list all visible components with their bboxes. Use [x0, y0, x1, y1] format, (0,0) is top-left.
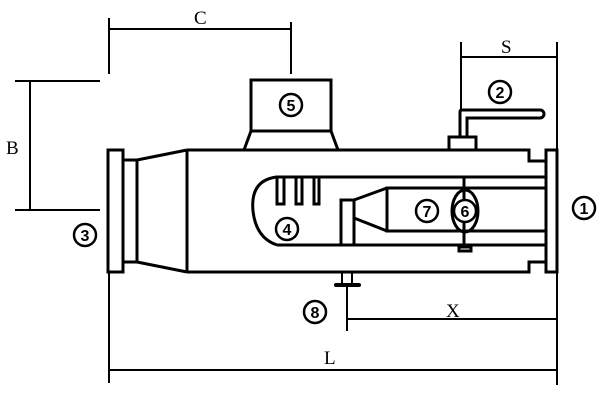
svg-text:8: 8 [311, 305, 320, 322]
dimension-c-label: C [194, 8, 207, 29]
dimension-s-label: S [501, 37, 512, 58]
callout-6: 6 [452, 198, 478, 224]
svg-text:7: 7 [423, 204, 432, 221]
dimension-b-label: B [6, 138, 19, 159]
callout-3: 3 [72, 222, 98, 248]
drain-fitting [334, 271, 361, 287]
callout-5: 5 [278, 92, 304, 118]
callout-8: 8 [302, 299, 328, 325]
svg-text:4: 4 [283, 222, 292, 239]
svg-text:1: 1 [580, 201, 589, 218]
svg-text:2: 2 [496, 85, 505, 102]
callout-7: 7 [414, 198, 440, 224]
svg-text:6: 6 [461, 204, 470, 221]
main-body [185, 148, 559, 274]
callout-2: 2 [487, 79, 513, 105]
callout-4: 4 [274, 216, 300, 242]
dimension-lines [15, 18, 558, 385]
callout-1: 1 [571, 195, 597, 221]
svg-text:3: 3 [81, 228, 90, 245]
inlet-flange [106, 148, 188, 274]
dimension-x-label: X [446, 301, 460, 322]
burner [339, 186, 545, 247]
top-box [242, 78, 340, 151]
inner-tube [251, 175, 545, 247]
valve-handle [447, 108, 546, 152]
svg-text:5: 5 [287, 98, 296, 115]
dimension-l-label: L [324, 348, 336, 369]
